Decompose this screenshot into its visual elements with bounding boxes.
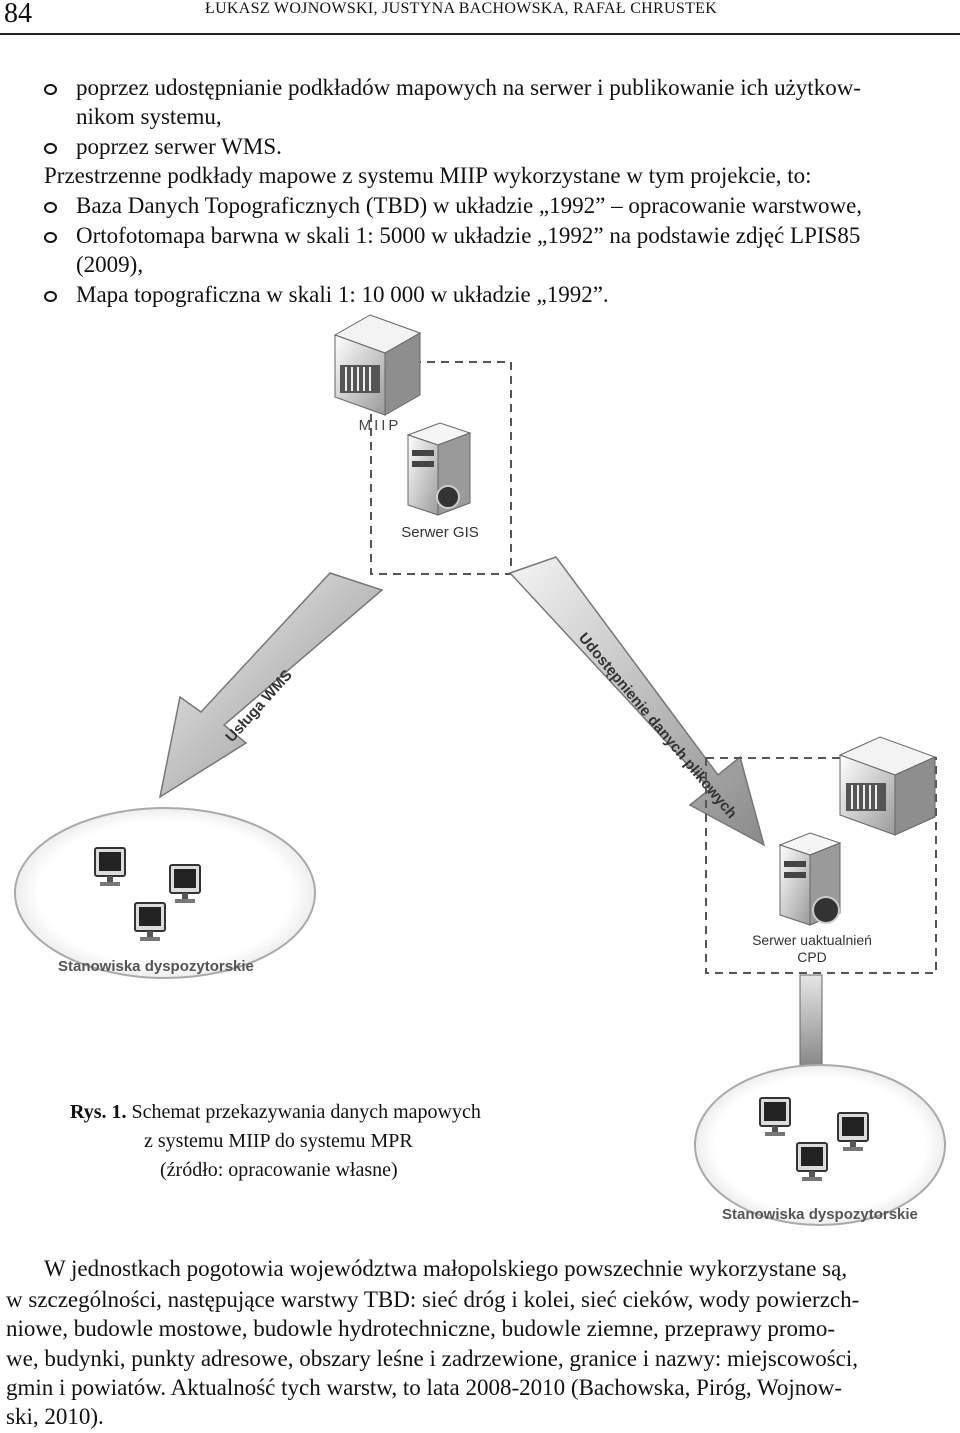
bullet-icon [44, 232, 57, 243]
figure-caption-line1: Rys. 1. Schemat przekazywania danych map… [70, 1098, 481, 1126]
running-head-authors: ŁUKASZ WOJNOWSKI, JUSTYNA BACHOWSKA, RAF… [205, 0, 718, 17]
miip-building-icon [333, 314, 422, 416]
page-header: 84 ŁUKASZ WOJNOWSKI, JUSTYNA BACHOWSKA, … [0, 0, 960, 35]
cpd-building-icon [838, 736, 937, 836]
figure-caption-text: Schemat przekazywania danych mapowych [126, 1101, 481, 1123]
update-server-label-line1: Serwer uaktualnień [752, 932, 872, 948]
update-server-icon [778, 832, 842, 926]
list-item: Mapa topograficzna w skali 1: 10 000 w u… [76, 282, 609, 307]
gis-server-label: Serwer GIS [401, 524, 479, 541]
paragraph-line: W jednostkach pogotowia województwa mało… [44, 1256, 848, 1281]
list-item: poprzez serwer WMS. [76, 134, 282, 159]
figure-caption-line3: (źródło: opracowanie własne) [160, 1159, 398, 1181]
list-item-continuation: (2009), [76, 252, 144, 277]
figure-number: Rys. 1. [70, 1101, 127, 1123]
paragraph-line: ski, 2010). [6, 1404, 104, 1429]
left-stations-label: Stanowiska dyspozytorskie [58, 958, 254, 975]
paragraph-line: we, budynki, punkty adresowe, obszary le… [6, 1346, 858, 1371]
paragraph-line: w szczególności, następujące warstwy TBD… [6, 1287, 860, 1312]
update-server-boundary-box [705, 757, 937, 974]
list-item: poprzez udostępnianie podkładów mapowych… [76, 75, 861, 100]
page-number: 84 [4, 0, 32, 29]
bullet-icon [44, 143, 57, 154]
bullet-icon [44, 291, 57, 302]
miip-boundary-box [370, 361, 512, 575]
miip-label: MIIP [359, 417, 402, 434]
update-server-label-line2: CPD [797, 949, 827, 965]
paragraph-line: gmin i powiatów. Aktualność tych warstw,… [6, 1375, 843, 1400]
gis-server-icon [406, 422, 472, 516]
paragraph-line: niowe, budowle mostowe, budowle hydrotec… [6, 1316, 836, 1341]
bullet-icon [44, 84, 57, 95]
file-data-arrow-label: Udostępnienie danych plikowych [575, 630, 740, 822]
list-item-continuation: nikom systemu, [76, 104, 222, 129]
wms-arrow [158, 572, 384, 799]
header-rule [0, 33, 960, 35]
list-item: Ortofotomapa barwna w skali 1: 5000 w uk… [76, 223, 861, 248]
intro-sentence: Przestrzenne podkłady mapowe z systemu M… [44, 163, 812, 188]
left-stations-area [14, 807, 316, 979]
bullet-icon [44, 202, 57, 213]
list-item: Baza Danych Topograficznych (TBD) w ukła… [76, 193, 863, 218]
figure-data-flow-diagram: MIIP Serwer GIS Usługa WMS Udostępnienie… [14, 314, 946, 1226]
right-stations-label: Stanowiska dyspozytorskie [722, 1206, 918, 1223]
figure-caption-line2: z systemu MIIP do systemu MPR [144, 1130, 413, 1152]
